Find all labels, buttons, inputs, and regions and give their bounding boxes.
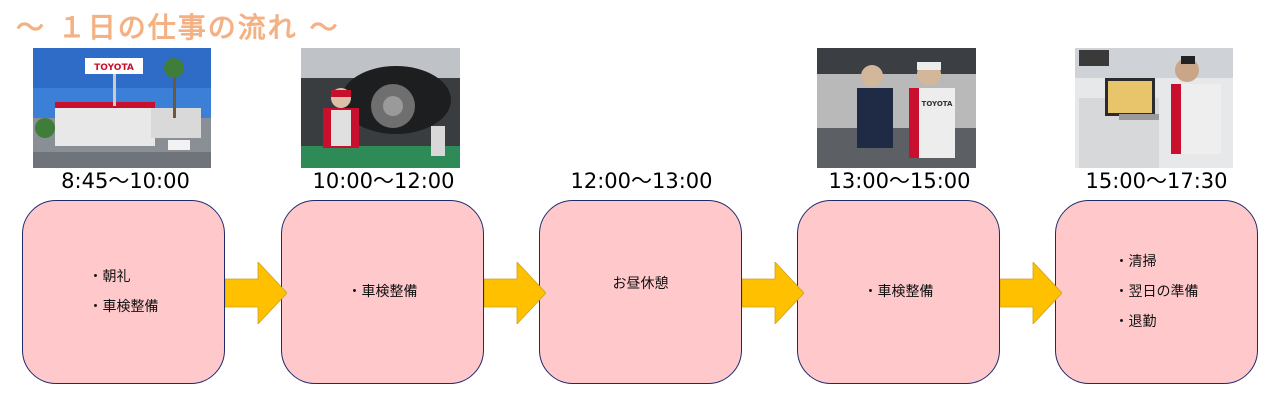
time-label-4: 13:00～15:00 — [828, 169, 971, 193]
step-item: 車検整備 — [864, 277, 934, 307]
step-box-5: 清掃 翌日の準備 退勤 — [1055, 200, 1258, 384]
svg-text:TOYOTA: TOYOTA — [94, 63, 134, 73]
time-label-5: 15:00～17:30 — [1085, 169, 1228, 193]
step-box-4: 車検整備 — [797, 200, 1000, 384]
step-item: 車検整備 — [89, 292, 159, 322]
toyota-dealership-photo: TOYOTA — [33, 48, 211, 168]
mechanics-engine-inspection-photo: TOYOTA — [817, 48, 976, 168]
time-label-3: 12:00～13:00 — [570, 169, 713, 193]
time-label-2: 10:00～12:00 — [312, 169, 455, 193]
step-item: 翌日の準備 — [1115, 277, 1199, 307]
step-item: 退勤 — [1115, 307, 1199, 337]
right-arrow-icon — [484, 262, 546, 324]
step-text: お昼休憩 — [612, 276, 669, 292]
staff-computer-work-photo — [1075, 48, 1233, 168]
step-item: 車検整備 — [348, 277, 418, 307]
step-box-2: 車検整備 — [281, 200, 484, 384]
step-box-1: 朝礼 車検整備 — [22, 200, 225, 384]
page-title: ～ １日の仕事の流れ ～ — [16, 11, 340, 44]
svg-text:TOYOTA: TOYOTA — [922, 100, 953, 108]
mechanic-brake-service-photo — [301, 48, 460, 168]
right-arrow-icon — [225, 262, 287, 324]
right-arrow-icon — [742, 262, 804, 324]
step-item: 朝礼 — [89, 262, 159, 292]
time-label-1: 8:45～10:00 — [61, 169, 190, 193]
right-arrow-icon — [1000, 262, 1062, 324]
step-box-3: お昼休憩 — [539, 200, 742, 384]
step-item: 清掃 — [1115, 247, 1199, 277]
